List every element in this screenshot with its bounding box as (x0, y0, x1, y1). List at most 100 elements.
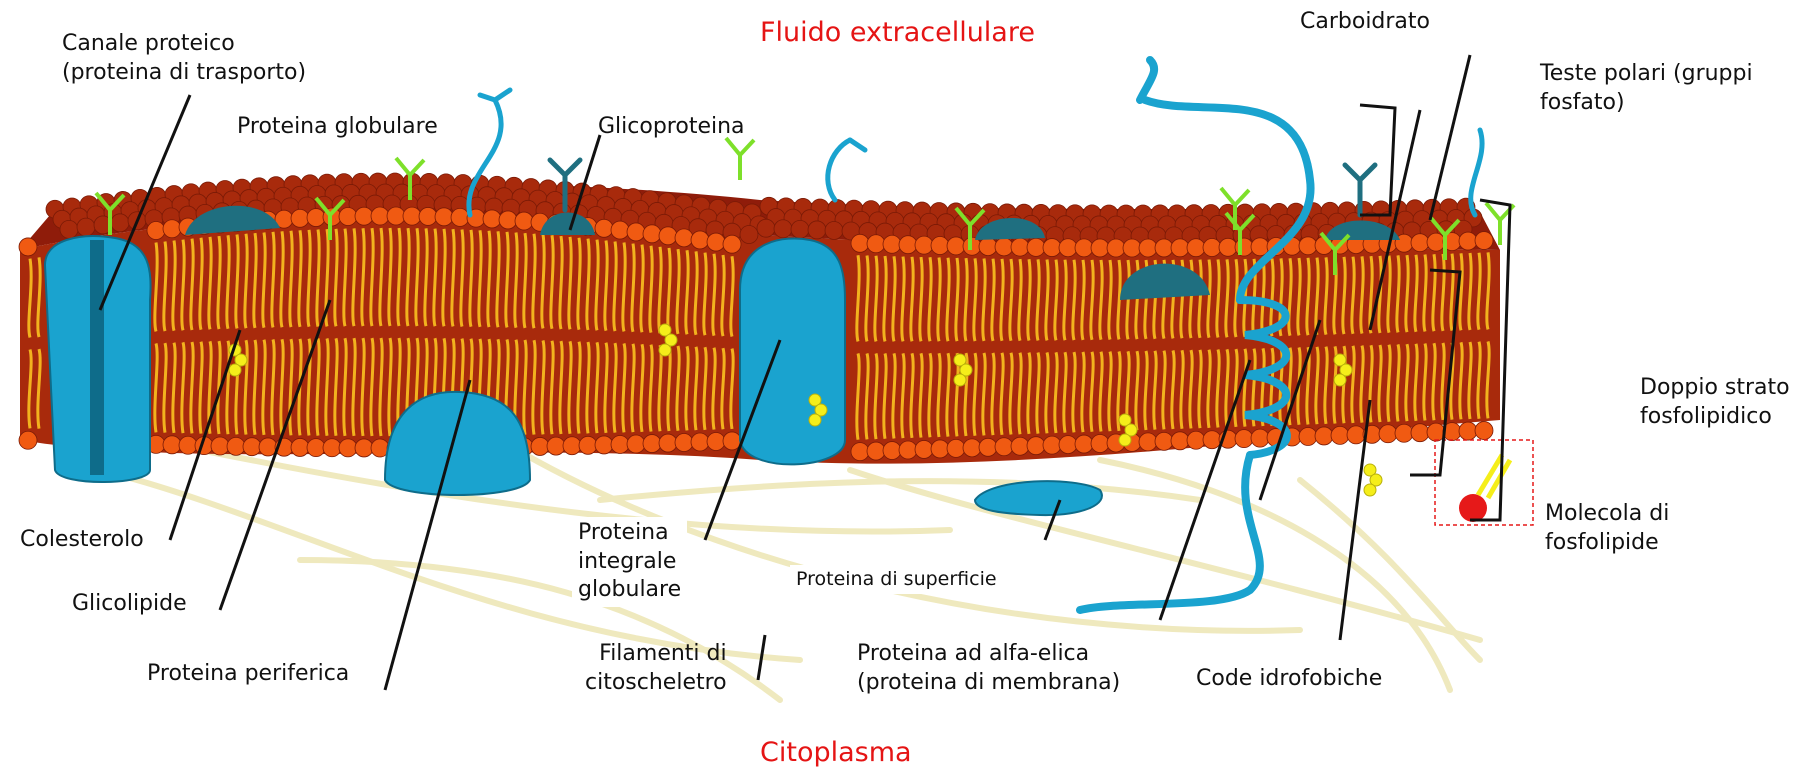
head-bottom-row (211, 437, 229, 455)
head-back-row (791, 220, 809, 238)
head-back-row (757, 219, 775, 237)
head-bottom-row (227, 437, 245, 455)
head-bottom-row (579, 436, 597, 454)
head-top-row (1027, 238, 1045, 256)
label-cytoskeleton-filaments: Filamenti di citoscheletro (585, 640, 727, 697)
head-back-row (60, 220, 78, 238)
head-top-row (1123, 239, 1141, 257)
head-top-row (915, 236, 933, 254)
head-bottom-row (963, 439, 981, 457)
head-back-row (825, 221, 843, 239)
head-top-row (1091, 239, 1109, 257)
head-top-row (499, 211, 517, 229)
head-bottom-row (1395, 424, 1413, 442)
label-glycoprotein: Glicoproteina (598, 113, 745, 142)
head-top-row (1475, 232, 1493, 250)
head-bottom-row (1027, 437, 1045, 455)
head-bottom-row (307, 439, 325, 457)
head-top-row (1411, 234, 1429, 252)
head-top-row (1459, 232, 1477, 250)
head-top-row (1235, 238, 1253, 256)
head-bottom-row (1299, 427, 1317, 445)
head-bottom-row (1379, 425, 1397, 443)
integral-globular-protein (740, 238, 845, 464)
head-top-row (435, 208, 453, 226)
label-alpha-helix-protein-line1: Proteina ad alfa-elica (857, 640, 1120, 669)
label-alpha-helix-protein: Proteina ad alfa-elica (proteina di memb… (857, 640, 1120, 697)
head-bottom-row (691, 433, 709, 451)
phospholipid-tails (1478, 455, 1510, 498)
head-top-row (1107, 239, 1125, 257)
head-bottom-row (1171, 432, 1189, 450)
label-alpha-helix-protein-line2: (proteina di membrana) (857, 669, 1120, 698)
label-phospholipid-molecule-line2: fosfolipide (1545, 529, 1669, 558)
head-back-row (77, 218, 95, 236)
head-bottom-row (1475, 422, 1493, 440)
head-top-row (1075, 239, 1093, 257)
label-globular-protein: Proteina globulare (237, 113, 438, 142)
head-top-row (515, 212, 533, 230)
head-bottom-row (1043, 436, 1061, 454)
head-bottom-row (1091, 435, 1109, 453)
head-bottom-row (995, 438, 1013, 456)
label-phospholipid-bilayer-line1: Doppio strato (1640, 374, 1790, 403)
head-bottom-row (243, 438, 261, 456)
head-top-row (1043, 239, 1061, 257)
head-bottom-row (19, 431, 37, 449)
label-phospholipid-bilayer: Doppio strato fosfolipidico (1640, 374, 1790, 431)
head-top-row (851, 234, 869, 252)
head-bottom-row (707, 432, 725, 450)
carbohydrate-chain (726, 138, 754, 180)
head-bottom-row (355, 439, 373, 457)
head-bottom-row (1155, 432, 1173, 450)
label-cholesterol: Colesterolo (20, 526, 144, 555)
head-bottom-row (851, 443, 869, 461)
head-back-row (740, 226, 758, 244)
head-top-row (883, 235, 901, 253)
head-top-row (1203, 239, 1221, 257)
phospholipid-head (1459, 494, 1487, 522)
channel-pore (90, 240, 104, 475)
head-top-row (659, 227, 677, 245)
head-top-row (979, 238, 997, 256)
label-integral-globular-protein-line1: Proteina (578, 519, 681, 548)
cholesterol-ring (229, 364, 241, 376)
head-bottom-row (611, 435, 629, 453)
head-bottom-row (1011, 437, 1029, 455)
label-integral-globular-protein-line2: integrale (578, 548, 681, 577)
head-top-row (355, 207, 373, 225)
head-bottom-row (1059, 436, 1077, 454)
head-top-row (1171, 239, 1189, 257)
head-bottom-row (1251, 429, 1269, 447)
label-surface-protein: Proteina di superficie (790, 565, 1003, 594)
head-bottom-row (1075, 435, 1093, 453)
label-extracellular-fluid: Fluido extracellulare (760, 15, 1035, 50)
label-polar-heads: Teste polari (gruppi fosfato) (1540, 60, 1753, 117)
head-bottom-row (291, 438, 309, 456)
label-channel-protein: Canale proteico (proteina di trasporto) (62, 30, 306, 87)
head-top-row (595, 219, 613, 237)
head-top-row (1299, 237, 1317, 255)
head-bottom-row (1235, 430, 1253, 448)
label-peripheral-protein: Proteina periferica (147, 660, 349, 689)
head-top-row (307, 209, 325, 227)
head-back-row (774, 220, 792, 238)
head-top-row (451, 208, 469, 226)
head-bottom-row (675, 434, 693, 452)
head-top-row (723, 235, 741, 253)
label-cytoskeleton-filaments-line2: citoscheletro (585, 669, 727, 698)
cholesterol-ring (659, 344, 671, 356)
label-polar-heads-line1: Teste polari (gruppi (1540, 60, 1753, 89)
label-integral-globular-protein-line3: globulare (578, 576, 681, 605)
head-bottom-row (1187, 431, 1205, 449)
head-back-row (808, 221, 826, 239)
head-bottom-row (1315, 427, 1333, 445)
head-top-row (931, 237, 949, 255)
surface-protein (975, 481, 1102, 515)
head-top-row (867, 235, 885, 253)
head-top-row (163, 220, 181, 238)
head-bottom-row (1139, 433, 1157, 451)
head-bottom-row (627, 435, 645, 453)
label-phospholipid-molecule: Molecola di fosfolipide (1545, 500, 1669, 557)
head-bottom-row (915, 440, 933, 458)
